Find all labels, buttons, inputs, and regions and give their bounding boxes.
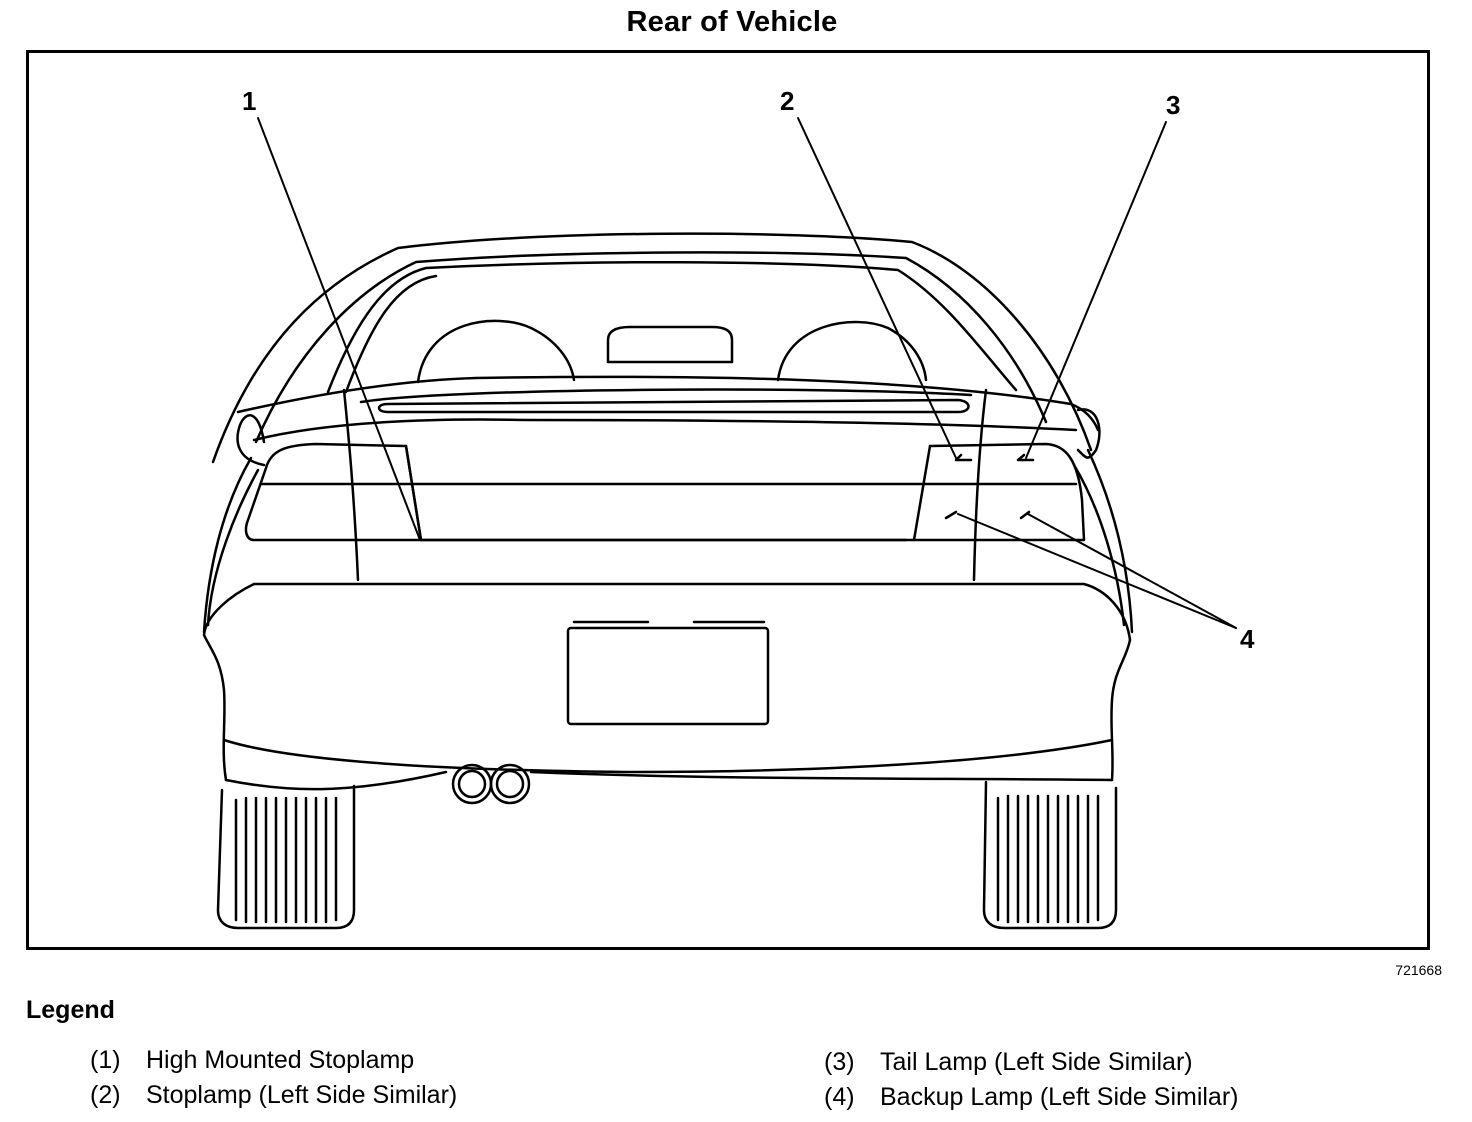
legend-item-number: (3) (824, 1048, 855, 1076)
vehicle-rear-drawing: 1 2 3 4 (202, 86, 1255, 930)
vehicle-diagram-frame: 1 2 3 4 (26, 50, 1430, 950)
rear-tire-left (216, 784, 356, 930)
exhaust-tips (451, 763, 531, 805)
license-plate (566, 620, 770, 726)
legend-item-label: High Mounted Stoplamp (146, 1046, 415, 1074)
legend-item: (2) Stoplamp (Left Side Similar) (90, 1081, 457, 1110)
legend-item-label: Backup Lamp (Left Side Similar) (880, 1083, 1239, 1111)
figure-id: 721668 (1395, 962, 1442, 978)
high-mounted-stoplamp (359, 388, 973, 414)
legend-item: (3) Tail Lamp (Left Side Similar) (824, 1048, 1193, 1077)
legend-item: (1) High Mounted Stoplamp (90, 1046, 414, 1075)
legend-item-label: Stoplamp (Left Side Similar) (146, 1081, 458, 1109)
roof-outline (211, 232, 1093, 464)
legend-item-number: (4) (824, 1083, 855, 1111)
legend-title: Legend (26, 996, 115, 1024)
interior-headrests (416, 319, 928, 384)
legend-item-number: (2) (90, 1081, 121, 1109)
rear-lamp-panel (244, 388, 1086, 582)
legend-item-number: (1) (90, 1046, 121, 1074)
callout-leaders (257, 117, 1237, 629)
diagram-title: Rear of Vehicle (626, 6, 838, 38)
rear-bumper (202, 582, 1132, 791)
callout-4: 4 (1240, 624, 1255, 654)
callout-3: 3 (1166, 90, 1180, 120)
callout-2: 2 (780, 86, 794, 116)
trunk-body (202, 375, 1134, 634)
legend-item: (4) Backup Lamp (Left Side Similar) (824, 1083, 1238, 1112)
rear-tire-right (982, 780, 1118, 930)
legend-item-label: Tail Lamp (Left Side Similar) (880, 1048, 1193, 1076)
callout-1: 1 (242, 86, 256, 116)
